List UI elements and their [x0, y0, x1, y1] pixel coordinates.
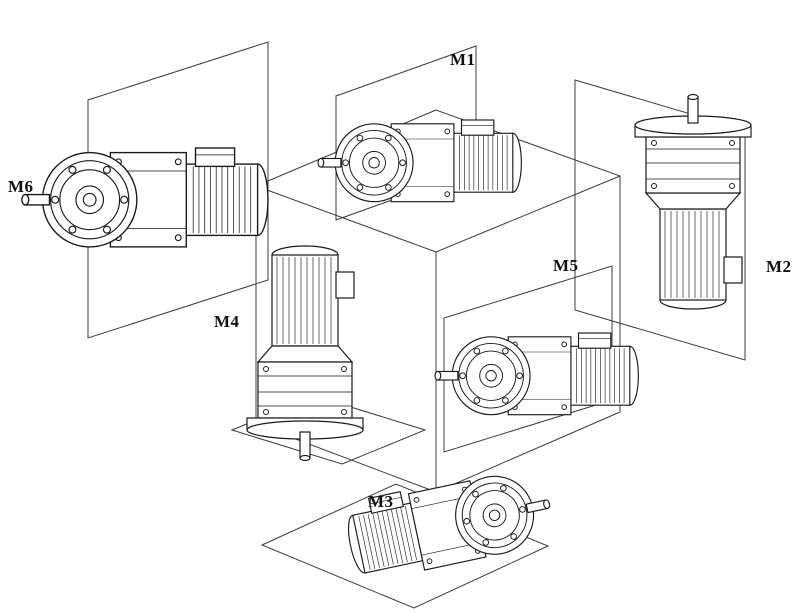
- label-m5: M5: [553, 256, 579, 275]
- motor-drawing-m6: [21, 147, 269, 248]
- motor-drawing-m4: [246, 245, 364, 462]
- label-m6: M6: [8, 177, 34, 196]
- label-m1: M1: [450, 50, 476, 69]
- mounting-plane-m6: [87, 41, 269, 339]
- label-m4: M4: [214, 312, 240, 331]
- motor-drawing-m1: [317, 119, 522, 203]
- mounting-plane-m3: [260, 483, 550, 609]
- motor-drawing-m5: [434, 332, 639, 416]
- motor-drawing-m2: [634, 93, 752, 310]
- label-m2: M2: [766, 257, 792, 276]
- label-m3: M3: [368, 492, 394, 511]
- motor-drawing-m3: [341, 461, 559, 585]
